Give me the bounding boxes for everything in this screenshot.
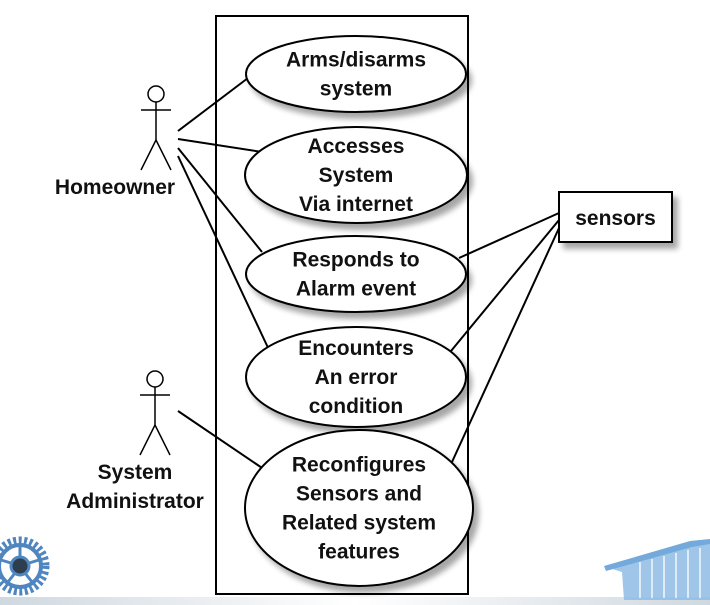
use-case-ellipse	[244, 126, 468, 224]
use-case-label-line: system	[320, 78, 392, 101]
stick-figure-icon	[140, 85, 172, 171]
actor-label: System	[98, 461, 173, 484]
stick-figure-icon	[139, 370, 171, 456]
association-sensors-respond	[458, 212, 560, 259]
use-case-label-line: System	[319, 164, 394, 187]
sensors-label: sensors	[575, 207, 656, 230]
use-case-ellipse	[245, 35, 467, 113]
association-sensors-error	[450, 219, 560, 352]
use-case-ellipse	[245, 235, 467, 313]
gear-logo-icon	[0, 536, 50, 596]
use-case-label-line: condition	[309, 395, 403, 418]
association-homeowner-respond	[177, 147, 263, 253]
actor-homeowner[interactable]: Homeowner	[55, 85, 175, 199]
sensors-box[interactable]: sensors	[558, 191, 673, 243]
association-sensors-reconfig	[451, 227, 560, 463]
use-case-ellipse	[245, 326, 467, 428]
system-boundary	[215, 15, 469, 595]
bottom-strip	[0, 597, 710, 605]
use-case-respond[interactable]: Responds to Alarm event	[245, 235, 467, 313]
use-case-label-line: An error	[315, 366, 398, 389]
use-case-label-line: Accesses	[308, 135, 405, 158]
use-case-label-line: features	[318, 541, 400, 564]
use-case-arm[interactable]: Arms/disarms system	[245, 35, 467, 113]
actor-label: Administrator	[66, 490, 204, 513]
association-sysadmin-reconfig	[177, 410, 269, 473]
associations	[177, 77, 560, 473]
actor-label: Homeowner	[55, 176, 175, 199]
use-case-label-line: Sensors and	[296, 483, 422, 506]
use-case-label-line: Alarm event	[296, 278, 416, 301]
association-homeowner-arm	[177, 77, 249, 132]
use-case-label-line: Related system	[282, 512, 436, 535]
association-homeowner-error	[177, 155, 271, 353]
use-case-label-line: Reconfigures	[292, 454, 426, 477]
use-case-label-line: Responds to	[292, 249, 419, 272]
building-logo-icon	[604, 539, 710, 600]
association-homeowner-access	[177, 138, 263, 153]
use-case-ellipse	[244, 429, 474, 587]
use-case-label-line: Encounters	[298, 337, 414, 360]
use-case-label-line: Via internet	[299, 193, 413, 216]
use-case-label-line: Arms/disarms	[286, 49, 426, 72]
use-case-error[interactable]: Encounters An error condition	[245, 326, 467, 428]
